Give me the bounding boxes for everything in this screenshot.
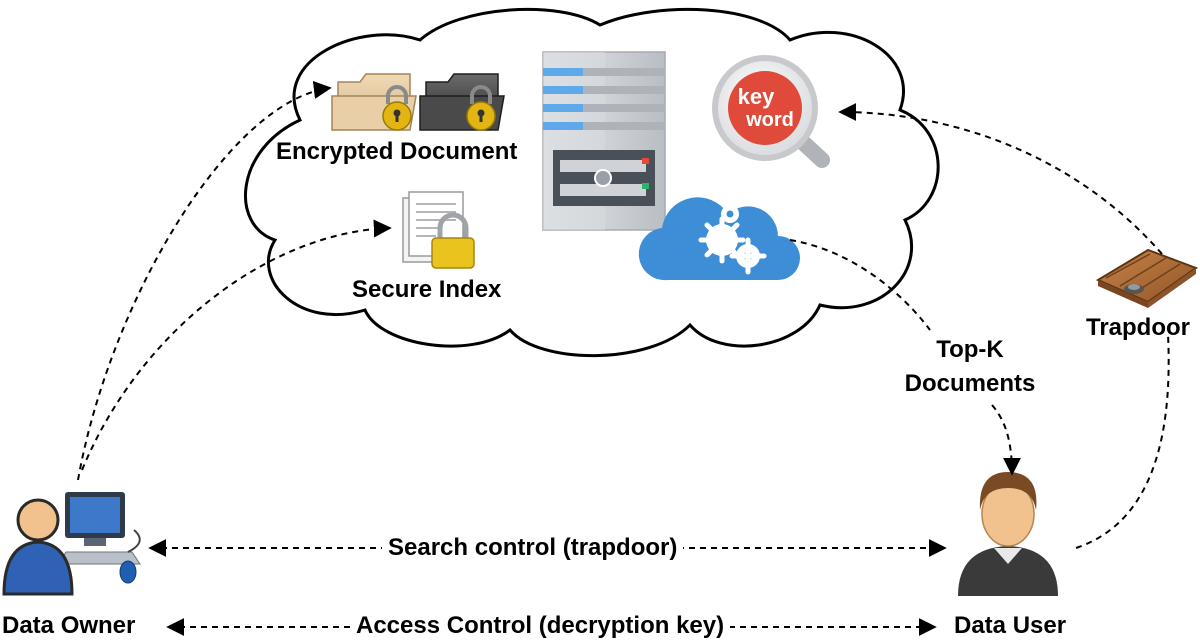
top-k-line1: Top-K [936,336,1004,363]
trapdoor-label: Trapdoor [1086,314,1191,341]
keyword-search-icon: key word [712,55,830,168]
data-user-icon [958,472,1058,596]
encrypted-folder-tan-icon [331,73,417,131]
arrow-trapdoor-to-keyword [838,103,1163,255]
top-k-documents-label: Top-K Documents [880,336,1060,398]
arrow-owner-to-encrypted-document [77,81,332,481]
arrow-topk-to-data-user [991,404,1021,476]
trapdoor-icon [1095,248,1199,308]
arrow-owner-to-secure-index [81,219,392,471]
padlock-icon [431,212,475,269]
data-user-label: Data User [954,612,1067,639]
keyword-badge-line1: key [738,84,775,109]
encrypted-folder-dark-icon [419,73,505,131]
server-icon [542,51,666,231]
encrypted-document-label: Encrypted Document [276,138,518,165]
search-control-label: Search control (trapdoor) [382,534,684,562]
arrow-gears-to-topk [789,239,931,331]
lock-icon [382,85,412,131]
secure-index-label: Secure Index [352,276,502,303]
access-control-label: Access Control (decryption key) [350,612,731,640]
secure-index-document-icon [402,191,475,269]
arrow-data-user-to-trapdoor [1075,333,1170,549]
data-owner-icon [2,492,141,596]
data-owner-label: Data Owner [2,612,136,639]
keyword-badge-line2: word [745,109,794,131]
lock-icon [466,85,496,131]
cloud-gears-icon [638,197,800,281]
top-k-line2: Documents [904,370,1036,397]
